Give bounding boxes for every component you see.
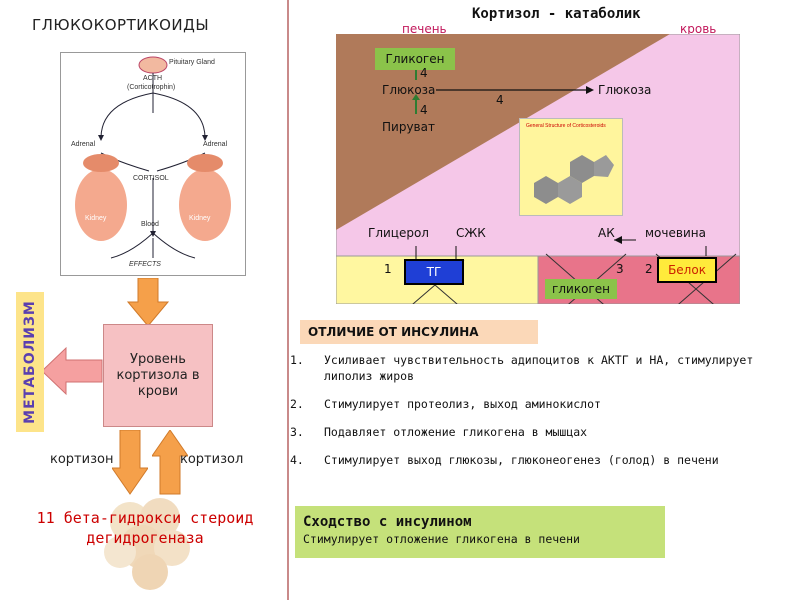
list-item: 3.Подавляет отложение гликогена в мышцах	[290, 425, 588, 439]
left-arrow-to-metabolism	[41, 346, 103, 396]
differences-title: ОТЛИЧИЕ ОТ ИНСУЛИНА	[300, 320, 538, 344]
num-up: 4	[420, 66, 428, 80]
glucose-liver: Глюкоза	[382, 83, 436, 97]
kidney-right-label: Kidney	[189, 215, 211, 222]
blood-label: Blood	[141, 221, 159, 228]
glycerol: Глицерол	[368, 226, 429, 240]
list-item: 2.Стимулирует протеолиз, выход аминокисл…	[290, 397, 601, 411]
num-down: 4	[420, 103, 428, 117]
acth-label: ACTH	[143, 75, 163, 82]
list-item: 4.Стимулирует выход глюкозы, глюконеоген…	[290, 453, 719, 467]
liver-zone	[336, 34, 670, 230]
cortisol-illus-label: CORTISOL	[133, 175, 169, 182]
urea: мочевина	[645, 226, 706, 240]
num-arrow: 4	[496, 93, 504, 107]
protein-box: Белок	[657, 257, 717, 283]
steroid-structure-image: General Structure of Corticosteroids	[519, 118, 623, 216]
page-title-left: ГЛЮКОКОРТИКОИДЫ	[32, 16, 210, 34]
enzyme-name: 11 бета-гидрокси стероид дегидрогеназа	[10, 508, 280, 548]
enzyme-line-2: дегидрогеназа	[86, 529, 204, 547]
kidney-left-label: Kidney	[85, 215, 107, 222]
pituitary-label: Pituitary Gland	[169, 59, 215, 66]
up-arrow-cortisol	[152, 430, 188, 495]
glucose-blood: Глюкоза	[598, 83, 652, 97]
hpa-axis-drawing	[75, 56, 231, 259]
effects-label: EFFECTS	[129, 261, 161, 268]
down-arrow-cortisone	[112, 430, 148, 495]
cortisol-level-box: Уровень кортизола в крови	[103, 324, 213, 427]
steroid-rings	[534, 155, 614, 204]
acth-sub-label: (Corticotrophin)	[127, 84, 176, 91]
cortisol-level-label: Уровень кортизола в крови	[116, 351, 200, 399]
adrenal-left-label: Adrenal	[71, 141, 96, 148]
structure-caption: General Structure of Corticosteroids	[526, 123, 606, 129]
metabolism-label: МЕТАБОЛИЗМ	[22, 300, 38, 424]
diagram-title: Кортизол - катаболик	[472, 6, 641, 22]
triglyceride-box: ТГ	[404, 259, 464, 285]
down-arrow-to-level	[126, 278, 170, 327]
glycogen-liver-box: Гликоген	[375, 48, 455, 70]
hormone-illustration: Pituitary Gland ACTH (Corticotrophin) Ad…	[60, 52, 246, 276]
ffa: СЖК	[456, 226, 486, 240]
column-divider	[287, 0, 289, 600]
enzyme-line-1: 11 бета-гидрокси стероид	[36, 509, 254, 527]
cortisone-label: кортизон	[50, 452, 114, 467]
metabolism-label-box: МЕТАБОЛИЗМ	[16, 292, 44, 432]
blood-tag: кровь	[680, 22, 717, 36]
amino-acids: АК	[598, 226, 615, 240]
similarity-title: Сходство с инсулином	[303, 514, 472, 530]
enzyme-blob	[104, 498, 190, 590]
glycogen-muscle-box: гликоген	[545, 279, 617, 299]
similarity-text: Стимулирует отложение гликогена в печени	[303, 532, 580, 546]
differences-list: 1.Усиливает чувствительность адипоцитов …	[290, 352, 780, 480]
adrenal-right-label: Adrenal	[203, 141, 228, 148]
liver-tag: печень	[402, 22, 447, 36]
pyruvate: Пируват	[382, 120, 435, 134]
num-2: 2	[645, 262, 653, 276]
cortisol-label: кортизол	[180, 452, 244, 467]
num-1: 1	[384, 262, 392, 276]
list-item: 1.Усиливает чувствительность адипоцитов …	[290, 353, 754, 383]
num-3: 3	[616, 262, 624, 276]
similarity-box: Сходство с инсулином Стимулирует отложен…	[295, 506, 665, 558]
